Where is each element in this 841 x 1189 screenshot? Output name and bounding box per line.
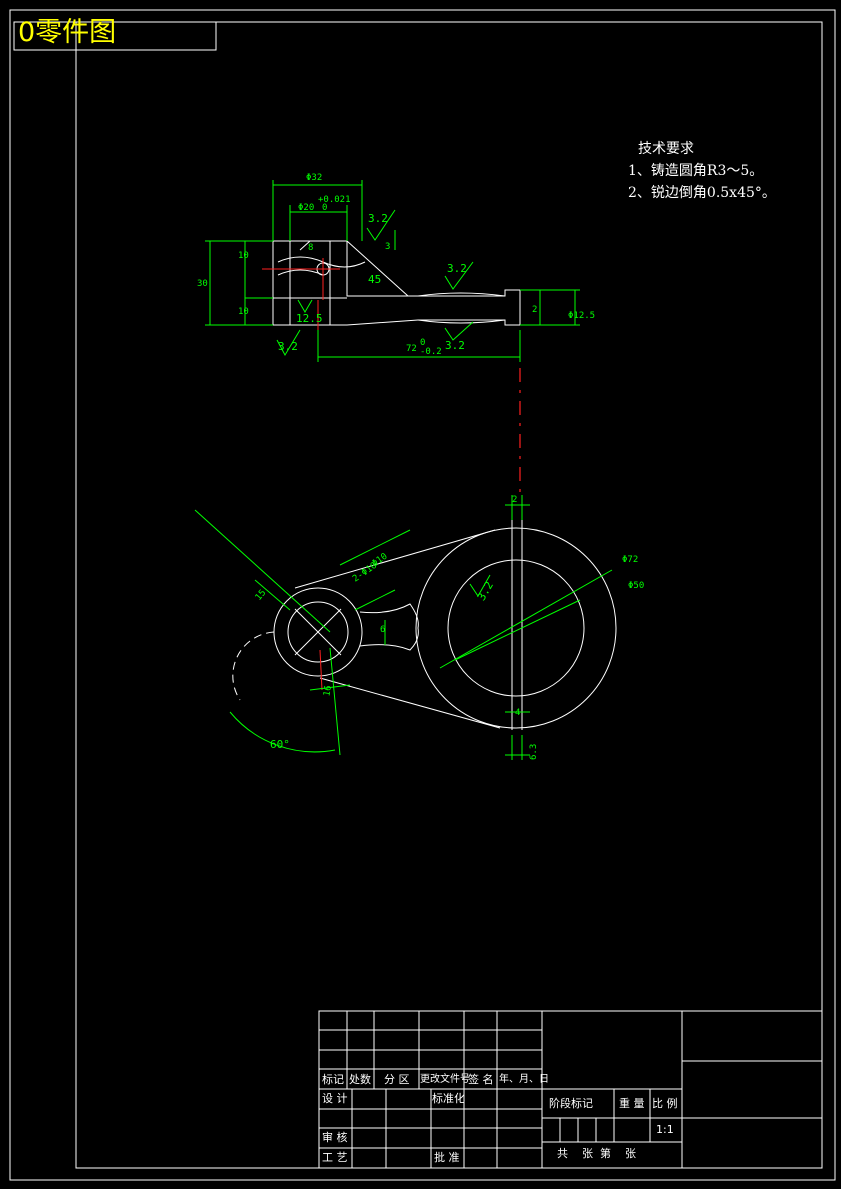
dim-r12-5: 12.5 bbox=[296, 312, 323, 325]
tech-heading: 技术要求 bbox=[638, 141, 694, 157]
dim-16: 16 bbox=[322, 685, 334, 697]
dim-phi20: Φ20 bbox=[298, 203, 314, 213]
tb-date: 年、月、日 bbox=[499, 1074, 549, 1085]
tech-item-1: 1、铸造圆角R3～5。 bbox=[628, 163, 764, 179]
roughness-3: 3.2 bbox=[278, 340, 298, 353]
dim-angle45: 45 bbox=[368, 273, 381, 286]
dim-6: 6 bbox=[380, 625, 385, 635]
tb-stage: 阶段标记 bbox=[549, 1097, 593, 1110]
dim-height: 30 bbox=[197, 279, 208, 289]
dim-phi-small-side: Φ12.5 bbox=[568, 311, 595, 321]
roughness-5: 3.2 bbox=[475, 579, 496, 603]
dim-phi10-note: 2-Φ10 bbox=[351, 561, 379, 585]
outer-border bbox=[9, 9, 836, 1181]
dim-4: 4 bbox=[515, 708, 520, 718]
tb-review: 审 核 bbox=[322, 1131, 348, 1144]
roughness-4: 3.2 bbox=[445, 339, 465, 352]
dim-phi20-tol-low: 0 bbox=[322, 203, 327, 213]
tb-weight: 重 量 bbox=[619, 1097, 645, 1110]
roughness-1: 3.2 bbox=[368, 212, 388, 225]
title-box bbox=[13, 21, 217, 51]
technical-requirements: 技术要求 1、铸造圆角R3～5。 2、锐边倒角0.5x45°。 bbox=[628, 138, 776, 204]
tb-change-doc: 更改文件号 bbox=[420, 1074, 470, 1085]
dim-phi50: Φ50 bbox=[628, 581, 644, 591]
side-view: Φ32 Φ20 +0.021 0 10 10 30 8 3 45 3.2 3.2… bbox=[197, 173, 595, 500]
dim-thickness-bottom: 10 bbox=[238, 307, 249, 317]
tb-process: 工 艺 bbox=[322, 1151, 348, 1164]
tb-sign: 签 名 bbox=[468, 1073, 494, 1086]
dim-6-3: 6.3 bbox=[529, 744, 539, 760]
front-view: 15 Φ10 2-Φ10 6 16 60° 3.2 Φ72 Φ50 2 4 6.… bbox=[194, 495, 644, 760]
dim-length72-tol: -0.2 bbox=[420, 347, 442, 357]
dim-length72-tol-up: 0 bbox=[420, 338, 425, 348]
page-title: 0零件图 bbox=[18, 17, 117, 48]
dim-phi72: Φ72 bbox=[622, 555, 638, 565]
tb-approve: 批 准 bbox=[434, 1151, 460, 1164]
dim-2-top: 2 bbox=[512, 495, 517, 505]
tb-sheets: 共 张 第 张 bbox=[557, 1147, 636, 1160]
tb-design: 设 计 bbox=[322, 1092, 348, 1105]
dim-length72: 72 bbox=[406, 344, 417, 354]
dim-8: 8 bbox=[308, 243, 313, 253]
dim-angle60: 60° bbox=[270, 738, 290, 751]
tech-item-2: 2、锐边倒角0.5x45°。 bbox=[628, 185, 776, 201]
tb-mark: 标记 bbox=[322, 1073, 344, 1086]
dim-3: 3 bbox=[385, 242, 390, 252]
dim-2-side: 2 bbox=[532, 305, 537, 315]
tb-scale-label: 比 例 bbox=[652, 1097, 678, 1110]
dim-phi32: Φ32 bbox=[306, 173, 322, 183]
tb-count: 处数 bbox=[349, 1073, 371, 1086]
tb-standard: 标准化 bbox=[432, 1092, 465, 1105]
dim-thickness-top: 10 bbox=[238, 251, 249, 261]
tb-zone: 分 区 bbox=[384, 1073, 410, 1086]
dim-r15: 15 bbox=[254, 588, 269, 603]
dim-phi20-tol: +0.021 bbox=[318, 195, 351, 205]
tb-scale: 1:1 bbox=[656, 1123, 674, 1136]
title-block-grid bbox=[318, 1010, 823, 1169]
roughness-2: 3.2 bbox=[447, 262, 467, 275]
